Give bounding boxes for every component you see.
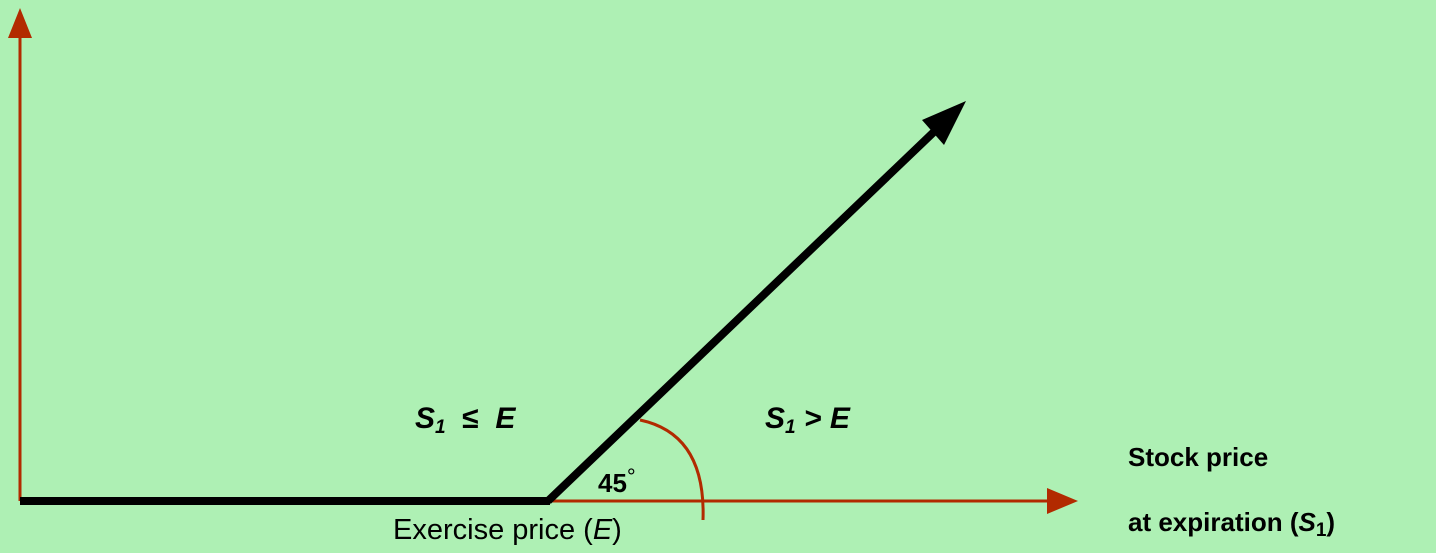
payoff-arrowhead (922, 101, 966, 145)
x-axis-arrowhead (1047, 488, 1078, 514)
angle-label: 45° (598, 464, 636, 498)
region-label-left: S1 ≤ E (415, 402, 516, 438)
region-label-right: S1 > E (765, 402, 850, 438)
x-axis-label-line1: Stock price (1128, 442, 1269, 472)
exercise-price-label: Exercise price (E) (393, 514, 622, 546)
y-axis-arrowhead (8, 8, 32, 38)
x-axis-label-line2: at expiration (S1) (1128, 507, 1336, 541)
angle-arc (639, 418, 705, 521)
payoff-rising-segment (545, 125, 941, 504)
